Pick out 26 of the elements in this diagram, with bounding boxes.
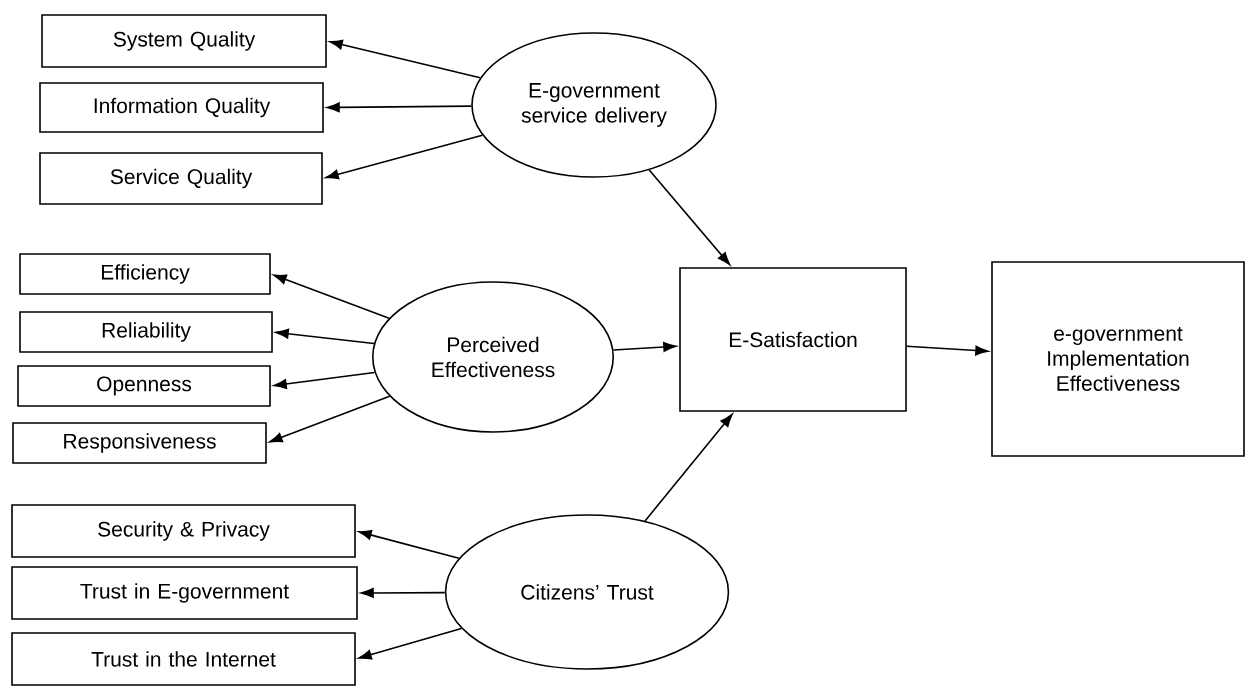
indicator-box: Information Quality bbox=[39, 82, 324, 133]
arrow bbox=[329, 39, 481, 79]
arrow bbox=[648, 169, 731, 266]
arrow bbox=[360, 587, 446, 598]
arrow bbox=[644, 413, 733, 522]
indicator-box: Security & Privacy bbox=[11, 504, 356, 558]
arrow bbox=[358, 530, 460, 559]
arrow bbox=[273, 371, 376, 389]
construct-box: e-government Implementation Effectiveness bbox=[991, 261, 1245, 457]
indicator-box: Reliability bbox=[19, 311, 273, 353]
construct-box: E-Satisfaction bbox=[679, 267, 907, 412]
arrow bbox=[906, 345, 989, 356]
arrow bbox=[269, 395, 391, 443]
arrow bbox=[275, 328, 375, 345]
arrow bbox=[326, 102, 473, 113]
indicator-box: System Quality bbox=[41, 14, 327, 68]
indicator-box: Trust in E-government bbox=[11, 566, 358, 620]
arrow bbox=[273, 274, 390, 319]
arrow bbox=[358, 627, 463, 660]
indicator-box: Trust in the Internet bbox=[11, 632, 356, 686]
indicator-box: Responsiveness bbox=[12, 422, 267, 464]
indicator-box: Openness bbox=[17, 365, 271, 407]
indicator-box: Efficiency bbox=[19, 253, 271, 295]
arrow bbox=[612, 342, 677, 352]
arrow bbox=[325, 134, 484, 180]
indicator-box: Service Quality bbox=[39, 152, 323, 205]
